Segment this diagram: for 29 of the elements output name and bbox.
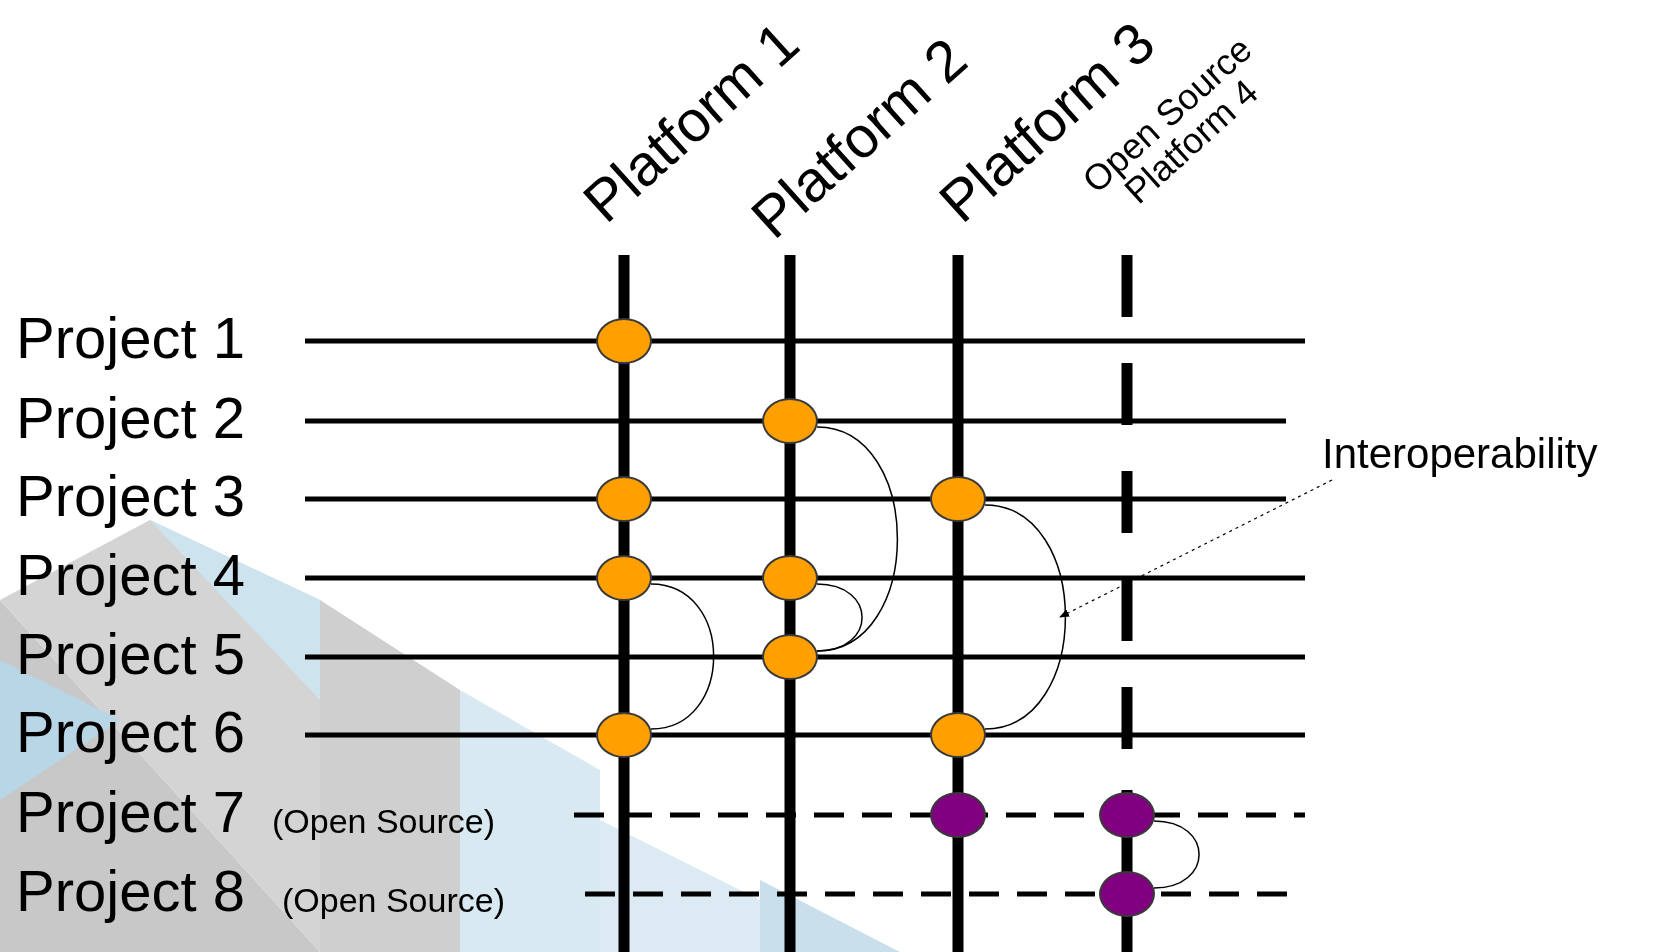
row-label: Project 3: [16, 467, 245, 526]
node-ellipse: [930, 476, 986, 522]
node-ellipse: [762, 398, 818, 444]
interoperability-arc: [1153, 820, 1200, 889]
row-label: Project 8: [16, 862, 245, 921]
row-label: Project 5: [16, 625, 245, 684]
node-ellipse: [762, 555, 818, 601]
node-ellipse: [596, 318, 652, 364]
row-label: (Open Source): [282, 883, 505, 918]
leader-arrow: [1059, 479, 1333, 618]
row-label: Project 4: [16, 546, 245, 605]
row-label: Project 2: [16, 389, 245, 448]
node-ellipse: [596, 712, 652, 758]
row-label: Project 6: [16, 703, 245, 762]
interoperability-arc: [816, 426, 899, 652]
node-ellipse: [596, 476, 652, 522]
row-label: Project 7: [16, 783, 245, 842]
node-ellipse: [762, 634, 818, 680]
interoperability-arc: [650, 583, 715, 730]
node-ellipse: [930, 712, 986, 758]
interoperability-arc: [816, 583, 863, 652]
interoperability-arc: [984, 504, 1067, 730]
node-ellipse: [1099, 871, 1155, 917]
node-ellipse: [930, 792, 986, 838]
node-ellipse: [596, 555, 652, 601]
node-ellipse: [1099, 792, 1155, 838]
row-label: (Open Source): [272, 804, 495, 839]
annotation-text: Interoperability: [1322, 429, 1599, 479]
row-label: Project 1: [16, 309, 245, 368]
